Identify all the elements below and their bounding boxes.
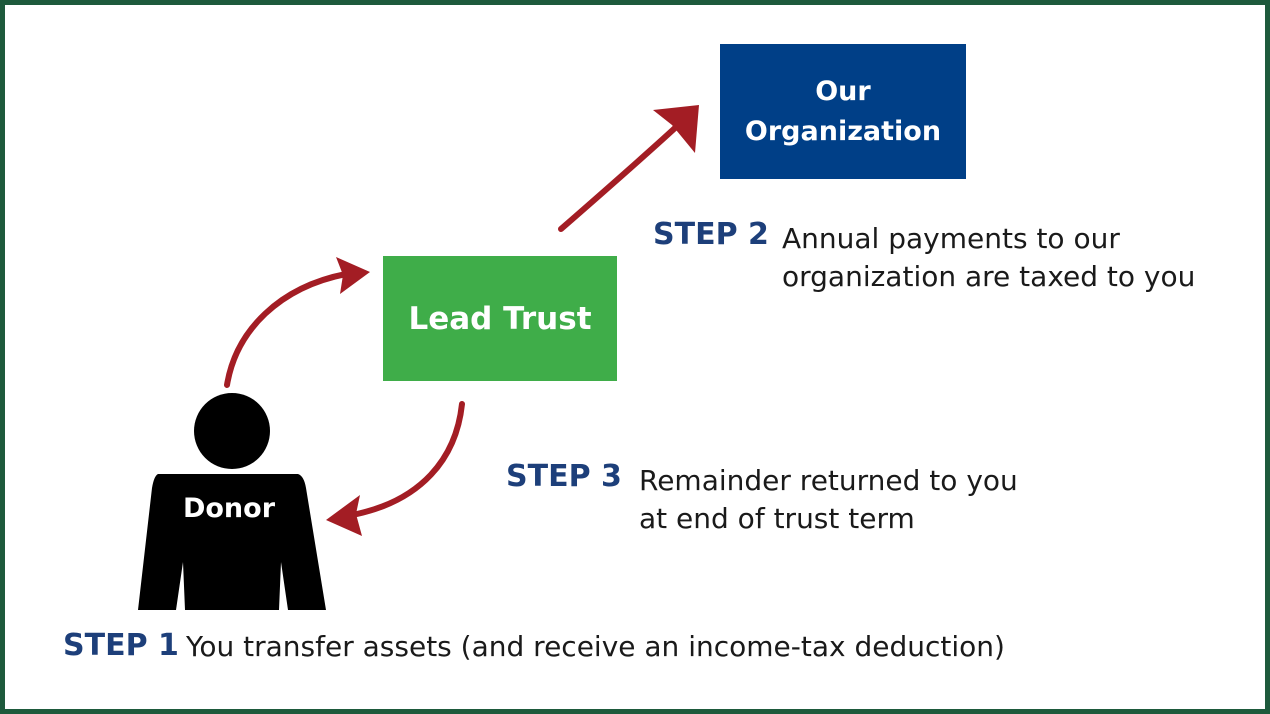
lead-trust-label: Lead Trust — [408, 300, 592, 337]
organization-label-line1: Our — [815, 75, 871, 107]
arrow-donor-to-trust — [224, 257, 370, 388]
step2-text: Annual payments to our organization are … — [782, 220, 1195, 296]
donor-head — [194, 393, 270, 469]
step3-text-line1: Remainder returned to you — [639, 464, 1018, 497]
step3-text: Remainder returned to you at end of trus… — [639, 462, 1018, 538]
step2-label: STEP 2 — [653, 217, 769, 252]
donor-label: Donor — [182, 493, 276, 524]
step3-label: STEP 3 — [506, 459, 622, 494]
step1-text: You transfer assets (and receive an inco… — [186, 630, 1005, 663]
step3-text-line2: at end of trust term — [639, 502, 915, 535]
step2-text-line2: organization are taxed to you — [782, 260, 1196, 293]
step2-text-line1: Annual payments to our — [782, 222, 1120, 255]
donor-body — [138, 474, 326, 610]
organization-label-line2: Organization — [744, 115, 942, 147]
arrow-trust-to-org — [558, 105, 699, 232]
step1-label: STEP 1 — [63, 628, 179, 663]
donor-person-icon — [138, 393, 326, 610]
organization-box: Our Organization — [720, 44, 966, 179]
lead-trust-box: Lead Trust — [383, 256, 617, 381]
arrow-trust-to-donor — [326, 401, 465, 536]
